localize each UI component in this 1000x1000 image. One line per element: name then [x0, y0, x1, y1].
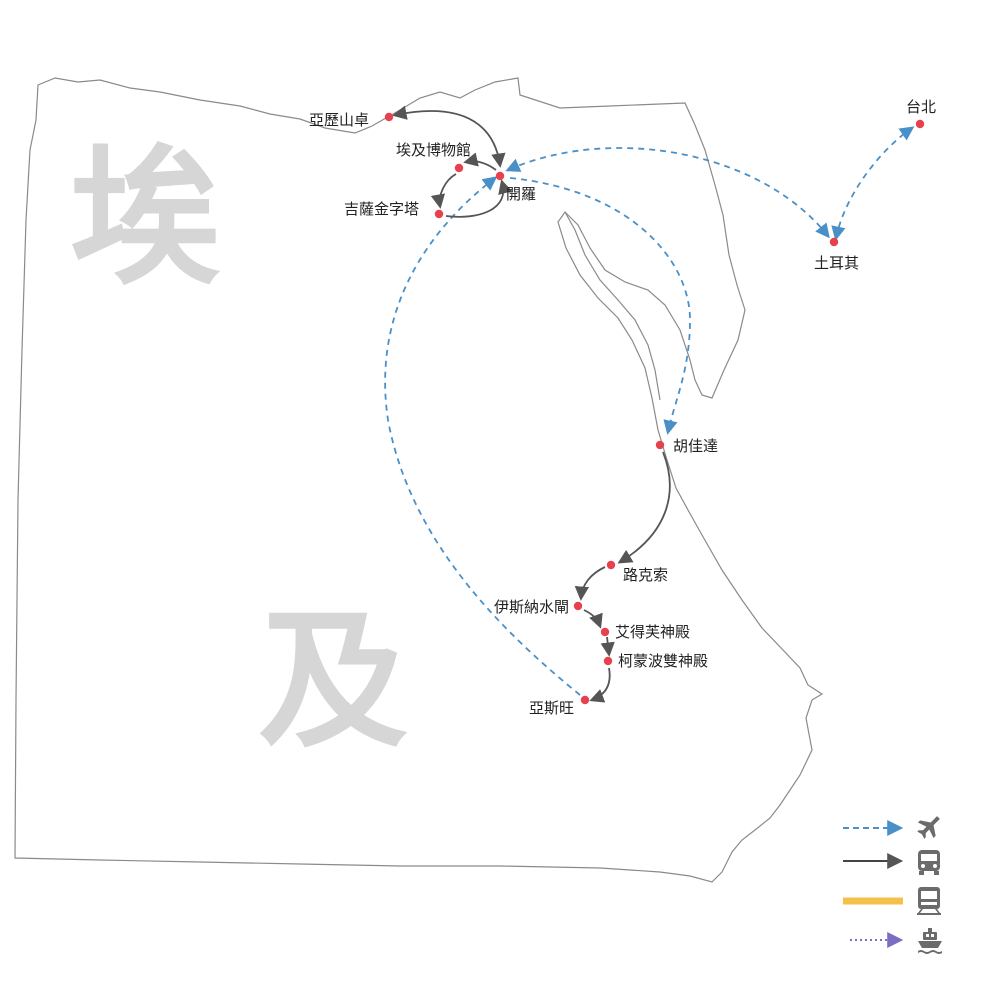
legend-item-bus: [843, 850, 940, 875]
country-label-char-1: 埃: [70, 132, 221, 306]
bus-icon: [918, 850, 940, 875]
gulf-of-suez-coast: [564, 211, 661, 401]
place-label-cairo: 開羅: [506, 185, 536, 203]
place-dot-hurghada: [655, 440, 665, 450]
place-dot-cairo: [495, 171, 505, 181]
ship-icon: [918, 928, 942, 954]
place-dot-edfu: [600, 627, 610, 637]
airplane-icon: [917, 816, 940, 839]
place-dot-turkey: [829, 237, 839, 247]
place-dot-luxor: [606, 560, 616, 570]
place-dot-taipei: [915, 119, 925, 129]
place-dot-aswan: [580, 695, 590, 705]
legend: [843, 816, 942, 954]
road-route-museum-giza: [430, 173, 457, 209]
place-label-giza: 吉薩金字塔: [344, 200, 419, 218]
train-icon: [917, 887, 941, 915]
flight-route-aswan-cairo: [384, 176, 581, 696]
place-label-kom-ombo: 柯蒙波雙神殿: [618, 652, 708, 670]
place-label-luxor: 路克索: [623, 566, 668, 584]
place-dot-alexandria: [384, 112, 394, 122]
legend-item-boat: [850, 928, 942, 954]
legend-item-flight: [843, 816, 940, 839]
place-label-edfu: 艾得芙神殿: [615, 623, 690, 641]
flight-route-cairo-hurghada: [509, 177, 691, 435]
road-route-kombo-aswan: [589, 667, 611, 703]
place-dot-kom-ombo: [603, 656, 613, 666]
country-label-char-2: 及: [258, 595, 408, 769]
road-route-esna-edfu: [583, 609, 603, 629]
road-route-giza-cairo: [445, 179, 513, 218]
road-route-cairo-alexandria: [392, 105, 506, 168]
flight-route-turkey-cairo: [505, 147, 830, 239]
place-label-taipei: 台北: [906, 98, 936, 116]
legend-item-train: [843, 887, 941, 915]
road-route-hurghada-luxor: [617, 451, 671, 564]
place-dot-esna-lock: [573, 601, 583, 611]
place-label-hurghada: 胡佳達: [673, 437, 718, 455]
road-route-edfu-kombo: [600, 636, 615, 657]
road-route-cairo-museum: [463, 152, 497, 171]
place-dot-giza: [434, 209, 444, 219]
flight-route-taipei-turkey: [831, 126, 915, 241]
place-label-turkey: 土耳其: [814, 254, 859, 272]
place-label-alexandria: 亞歷山卓: [309, 111, 369, 129]
place-label-aswan: 亞斯旺: [529, 699, 574, 717]
place-label-egyptian-museum: 埃及博物館: [396, 141, 471, 159]
place-label-esna-lock: 伊斯納水閘: [494, 598, 569, 616]
place-dot-egyptian-museum: [454, 163, 464, 173]
road-route-luxor-esna: [574, 566, 606, 601]
